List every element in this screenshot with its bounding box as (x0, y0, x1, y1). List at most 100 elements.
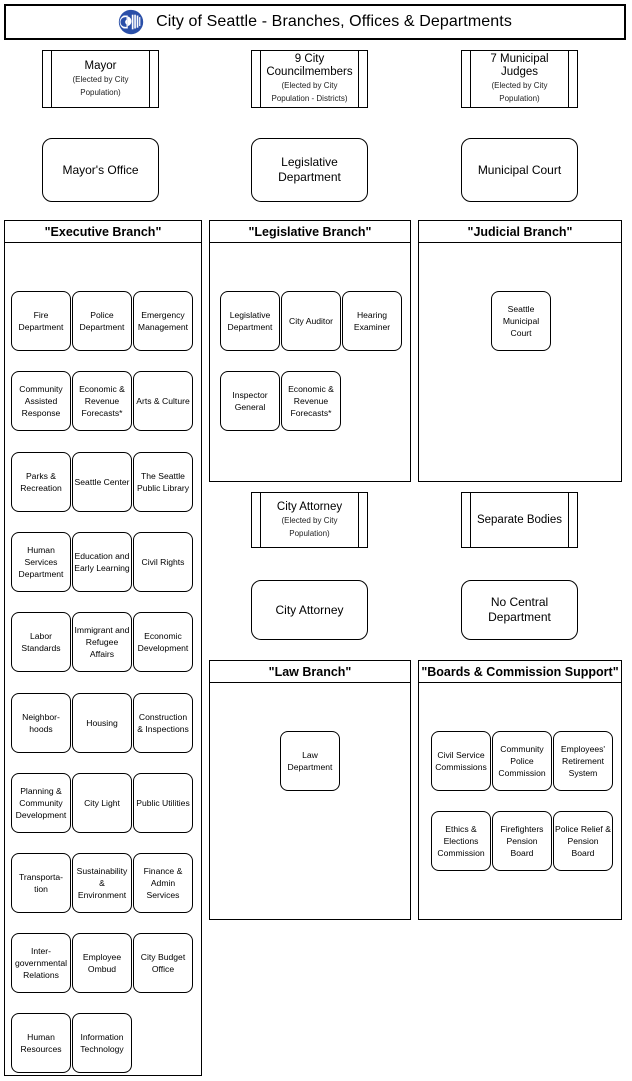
boards-cell-label: Firefighters Pension Board (500, 824, 544, 858)
exec-cell-employee-ombud[interactable]: Employee Ombud (72, 933, 132, 993)
judicial-row-0: Seattle Municipal Court (491, 291, 551, 351)
exec-cell-label: City Light (84, 798, 120, 808)
legis-row-1: Inspector General Economic & Revenue For… (220, 371, 341, 431)
exec-cell-civil-rights[interactable]: Civil Rights (133, 532, 193, 592)
legis-row-0: Legislative Department City Auditor Hear… (220, 291, 402, 351)
elected-mayor-sub2: Population) (80, 87, 121, 97)
law-row-0: Law Department (280, 731, 340, 791)
judicial-separate-bodies-box[interactable]: Separate Bodies (461, 492, 578, 548)
exec-cell-seattle-center[interactable]: Seattle Center (72, 452, 132, 512)
legis-cell-hearing-examiner[interactable]: Hearing Examiner (342, 291, 402, 351)
exec-cell-economic-revenue-forecasts[interactable]: Economic & Revenue Forecasts* (72, 371, 132, 431)
elected-councilmembers-sub2: Population - Districts) (271, 94, 348, 103)
exec-cell-immigrant-refugee-affairs[interactable]: Immigrant and Refugee Affairs (72, 612, 132, 672)
exec-cell-public-utilities[interactable]: Public Utilities (133, 773, 193, 833)
elected-judges-box[interactable]: 7 Municipal Judges (Elected by City Popu… (461, 50, 578, 108)
office-mayors-office[interactable]: Mayor's Office (42, 138, 159, 202)
exec-row-6: Planning & Community Development City Li… (11, 773, 193, 833)
exec-row-9: Human Resources Information Technology (11, 1013, 132, 1073)
process-bar-left (260, 51, 261, 107)
exec-cell-finance-admin-services[interactable]: Finance & Admin Services (133, 853, 193, 913)
exec-cell-neighborhoods[interactable]: Neighbor-hoods (11, 693, 71, 753)
judicial-cell-seattle-municipal-court[interactable]: Seattle Municipal Court (491, 291, 551, 351)
legis-cell-legislative-department[interactable]: Legislative Department (220, 291, 280, 351)
elected-judges-title: 7 Municipal Judges (490, 53, 549, 78)
elected-city-attorney-title: City Attorney (276, 500, 343, 513)
boards-cell-community-police-commission[interactable]: Community Police Commission (492, 731, 552, 791)
process-bar-right (568, 493, 569, 547)
branch-executive-title: "Executive Branch" (5, 221, 201, 243)
office-municipal-court-label: Municipal Court (477, 162, 562, 177)
legis-cell-label: Legislative Department (227, 310, 273, 332)
branch-judicial-body: Seattle Municipal Court (419, 243, 621, 481)
exec-row-2: Parks & Recreation Seattle Center The Se… (11, 452, 193, 512)
exec-cell-emergency-management[interactable]: Emergency Management (133, 291, 193, 351)
exec-row-0: Fire Department Police Department Emerge… (11, 291, 193, 351)
law-cell-law-department[interactable]: Law Department (280, 731, 340, 791)
exec-cell-human-services-department[interactable]: Human Services Department (11, 532, 71, 592)
exec-cell-economic-development[interactable]: Economic Development (133, 612, 193, 672)
elected-mayor-sub1: (Elected by City (72, 74, 129, 84)
exec-cell-label: The Seattle Public Library (136, 471, 190, 493)
boards-cell-firefighters-pension-board[interactable]: Firefighters Pension Board (492, 811, 552, 871)
legis-cell-label: Economic & Revenue Forecasts* (288, 384, 334, 418)
boards-row-1: Ethics & Elections Commission Firefighte… (431, 811, 613, 871)
exec-cell-label: Information Technology (80, 1032, 124, 1054)
exec-cell-labor-standards[interactable]: Labor Standards (11, 612, 71, 672)
elected-councilmembers-box[interactable]: 9 City Councilmembers (Elected by City P… (251, 50, 368, 108)
exec-cell-label: Community Assisted Response (19, 384, 63, 418)
exec-cell-information-technology[interactable]: Information Technology (72, 1013, 132, 1073)
legis-cell-inspector-general[interactable]: Inspector General (220, 371, 280, 431)
exec-cell-police-department[interactable]: Police Department (72, 291, 132, 351)
legis-cell-label: Hearing Examiner (353, 310, 391, 332)
office-mayors-office-label: Mayor's Office (62, 162, 139, 177)
exec-cell-city-light[interactable]: City Light (72, 773, 132, 833)
boards-cell-ethics-elections-commission[interactable]: Ethics & Elections Commission (431, 811, 491, 871)
exec-cell-housing[interactable]: Housing (72, 693, 132, 753)
office-city-attorney[interactable]: City Attorney (251, 580, 368, 640)
exec-cell-sustainability-environment[interactable]: Sustainability & Environment (72, 853, 132, 913)
boards-cell-employees-retirement-system[interactable]: Employees' Retirement System (553, 731, 613, 791)
branch-judicial-title: "Judicial Branch" (419, 221, 621, 243)
exec-cell-label: Human Services Department (18, 545, 64, 579)
branch-boards-commission-support: "Boards & Commission Support" Civil Serv… (418, 660, 622, 920)
process-bar-right (358, 493, 359, 547)
exec-cell-label: Finance & Admin Services (143, 866, 183, 900)
exec-cell-label: Immigrant and Refugee Affairs (74, 625, 130, 659)
elected-mayor-box[interactable]: Mayor (Elected by City Population) (42, 50, 159, 108)
elected-mayor-title: Mayor (84, 59, 117, 72)
exec-cell-arts-culture[interactable]: Arts & Culture (133, 371, 193, 431)
exec-cell-education-early-learning[interactable]: Education and Early Learning (72, 532, 132, 592)
legis-cell-city-auditor[interactable]: City Auditor (281, 291, 341, 351)
elected-city-attorney-sub1: (Elected by City (281, 515, 338, 525)
exec-cell-construction-inspections[interactable]: Construction & Inspections (133, 693, 193, 753)
exec-cell-parks-recreation[interactable]: Parks & Recreation (11, 452, 71, 512)
exec-cell-city-budget-office[interactable]: City Budget Office (133, 933, 193, 993)
exec-cell-label: Planning & Community Development (15, 786, 67, 820)
branch-legislative-body: Legislative Department City Auditor Hear… (210, 243, 410, 481)
boards-cell-label: Community Police Commission (498, 744, 546, 778)
exec-cell-community-assisted-response[interactable]: Community Assisted Response (11, 371, 71, 431)
elected-councilmembers-sub1: (Elected by City (281, 81, 338, 90)
process-bar-right (149, 51, 150, 107)
exec-cell-intergovernmental-relations[interactable]: Inter-governmental Relations (11, 933, 71, 993)
office-legislative-department[interactable]: Legislative Department (251, 138, 368, 202)
exec-row-4: Labor Standards Immigrant and Refugee Af… (11, 612, 193, 672)
elected-city-attorney-box[interactable]: City Attorney (Elected by City Populatio… (251, 492, 368, 548)
exec-cell-seattle-public-library[interactable]: The Seattle Public Library (133, 452, 193, 512)
boards-cell-police-relief-pension-board[interactable]: Police Relief & Pension Board (553, 811, 613, 871)
exec-cell-human-resources[interactable]: Human Resources (11, 1013, 71, 1073)
exec-cell-fire-department[interactable]: Fire Department (11, 291, 71, 351)
boards-cell-civil-service-commissions[interactable]: Civil Service Commissions (431, 731, 491, 791)
office-municipal-court[interactable]: Municipal Court (461, 138, 578, 202)
exec-cell-planning-community-development[interactable]: Planning & Community Development (11, 773, 71, 833)
exec-cell-transportation[interactable]: Transporta-tion (11, 853, 71, 913)
legis-cell-label: City Auditor (289, 316, 333, 326)
exec-cell-label: Emergency Management (137, 310, 189, 332)
branch-judicial: "Judicial Branch" Seattle Municipal Cour… (418, 220, 622, 482)
office-no-central-department[interactable]: No Central Department (461, 580, 578, 640)
exec-row-7: Transporta-tion Sustainability & Environ… (11, 853, 193, 913)
legis-cell-economic-revenue-forecasts[interactable]: Economic & Revenue Forecasts* (281, 371, 341, 431)
exec-cell-label: Inter-governmental Relations (14, 946, 68, 980)
exec-cell-label: Neighbor-hoods (22, 712, 60, 734)
